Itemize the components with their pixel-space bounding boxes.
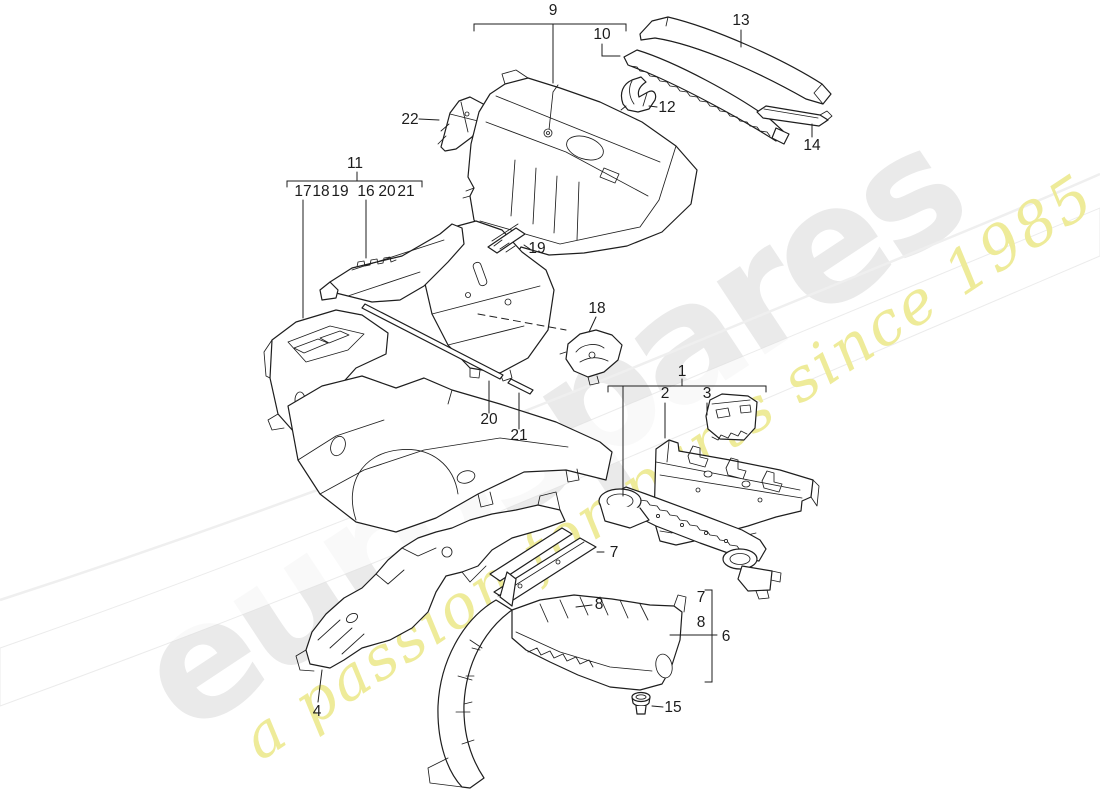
- rear-panel-assembly-1: [598, 393, 820, 600]
- leader-4: [317, 669, 323, 703]
- rod-end-strip-21: [507, 378, 534, 395]
- callout-8-group: 8: [697, 614, 706, 631]
- callout-20-row: 20: [378, 183, 396, 200]
- callout-21: 21: [510, 427, 527, 444]
- leader-6-bracket: [669, 589, 718, 683]
- leader-15: [651, 705, 664, 708]
- callout-16-row: 16: [357, 183, 374, 200]
- callout-13: 13: [732, 12, 749, 29]
- callout-8-bracket: 8: [595, 596, 604, 613]
- callout-20: 20: [480, 411, 498, 428]
- leader-11: [286, 171, 423, 188]
- callout-22: 22: [401, 111, 418, 128]
- callout-19-row: 19: [331, 183, 348, 200]
- leader-9: [473, 23, 627, 84]
- wheel-housing-outer-arch: [427, 571, 517, 789]
- leader-1: [607, 378, 767, 497]
- line-art: [263, 16, 833, 789]
- side-member-4: [295, 491, 566, 672]
- callout-1: 1: [678, 363, 687, 380]
- swoosh-echo-line: [0, 172, 1100, 602]
- leader-12: [648, 105, 658, 108]
- callout-11: 11: [347, 155, 363, 172]
- wheel-housing-assembly-6: [427, 571, 687, 789]
- sill-rod-20: [361, 303, 504, 380]
- callout-18-row: 18: [312, 183, 329, 200]
- callout-3: 3: [703, 385, 712, 402]
- wheel-housing-inner-member: [511, 594, 687, 691]
- luggage-floor-pan-9: [462, 69, 698, 296]
- callout-7-group: 7: [697, 589, 706, 606]
- leader-22: [418, 118, 440, 121]
- callout-17-row: 17: [294, 183, 311, 200]
- leader-10: [601, 43, 621, 57]
- leader-lines: [286, 23, 813, 708]
- callout-12: 12: [658, 99, 675, 116]
- callout-21-row: 21: [397, 183, 414, 200]
- toothed-crossrail: [598, 486, 782, 600]
- floor-crossmember: [287, 375, 613, 533]
- reinforcement-strip-10: [623, 49, 790, 145]
- leader-18: [588, 316, 597, 333]
- callout-9: 9: [549, 2, 558, 19]
- plug-15: [631, 691, 651, 715]
- leader-8-bracket: [575, 604, 593, 608]
- callout-14: 14: [803, 137, 821, 154]
- mount-bracket-3: [705, 393, 758, 441]
- bracket-18: [559, 329, 623, 386]
- rail-strip-19: [487, 223, 526, 254]
- leader-18-dashed: [477, 313, 567, 331]
- callout-15: 15: [664, 699, 681, 716]
- callout-7-plate: 7: [610, 544, 619, 561]
- seal-strip-14: [756, 105, 833, 127]
- callout-19: 19: [528, 240, 545, 257]
- leader-19: [523, 244, 531, 250]
- cover-strip-13: [639, 16, 832, 105]
- retaining-clip-12: [620, 76, 657, 113]
- callout-labels: 9 10 13 14 12 22 11 17 18 19 16 20 21 19…: [294, 2, 821, 720]
- toothed-panel-16: [319, 223, 465, 303]
- callout-6: 6: [722, 628, 731, 645]
- callout-4: 4: [313, 703, 322, 720]
- rear-floor-assembly-11: [263, 220, 623, 533]
- callout-2: 2: [661, 385, 670, 402]
- callout-10: 10: [593, 26, 611, 43]
- callout-18: 18: [588, 300, 605, 317]
